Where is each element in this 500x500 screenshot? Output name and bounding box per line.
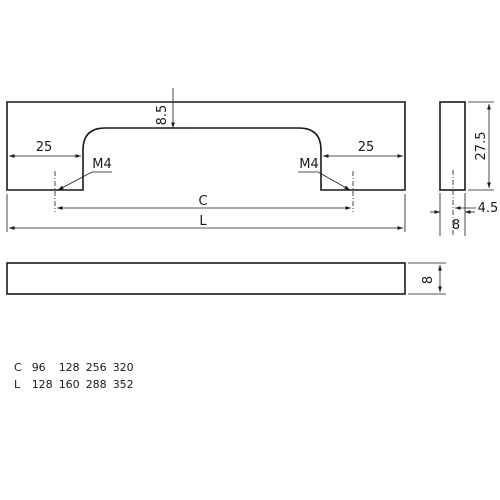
front-view: 8.5 25 25 M4 M4 C L: [6, 88, 406, 232]
size-table-cell: 256: [85, 361, 107, 374]
size-table-cell: 160: [58, 378, 80, 391]
bottom-thickness-label: 8: [421, 276, 436, 284]
hole-offset-label: 4.5: [478, 201, 499, 216]
bottom-view: 8: [6, 262, 446, 295]
size-table-cell: 128: [31, 378, 53, 391]
size-table-cell: 96: [31, 361, 46, 374]
side-height-label: 27.5: [474, 132, 489, 161]
size-table-cell: 128: [58, 361, 80, 374]
size-table-row-label: C: [14, 361, 22, 374]
side-view: 27.5 8 4.5: [430, 101, 499, 236]
size-table-cell: 352: [112, 378, 134, 391]
size-table-row-label: L: [14, 378, 21, 391]
handle-side-outline: [439, 101, 466, 191]
right-thread-label: M4: [299, 157, 319, 172]
right-offset-label: 25: [358, 140, 375, 155]
size-table-row-l: L 128 160 288 352: [14, 378, 140, 395]
top-height-label: 8.5: [155, 105, 170, 126]
side-width-label: 8: [452, 218, 460, 233]
overall-length-label: L: [199, 214, 207, 229]
center-distance-label: C: [198, 194, 207, 209]
size-table-row-c: C 96 128 256 320: [14, 361, 140, 378]
left-offset-label: 25: [36, 140, 53, 155]
right-thread-leader: [298, 171, 351, 191]
size-table: C 96 128 256 320 L 128 160 288 352: [14, 361, 140, 395]
size-table-cell: 288: [85, 378, 107, 391]
handle-front-outline: [6, 101, 406, 191]
size-table-cell: 320: [112, 361, 134, 374]
left-thread-label: M4: [92, 157, 112, 172]
left-thread-leader: [57, 171, 112, 191]
handle-bottom-outline: [6, 262, 406, 295]
